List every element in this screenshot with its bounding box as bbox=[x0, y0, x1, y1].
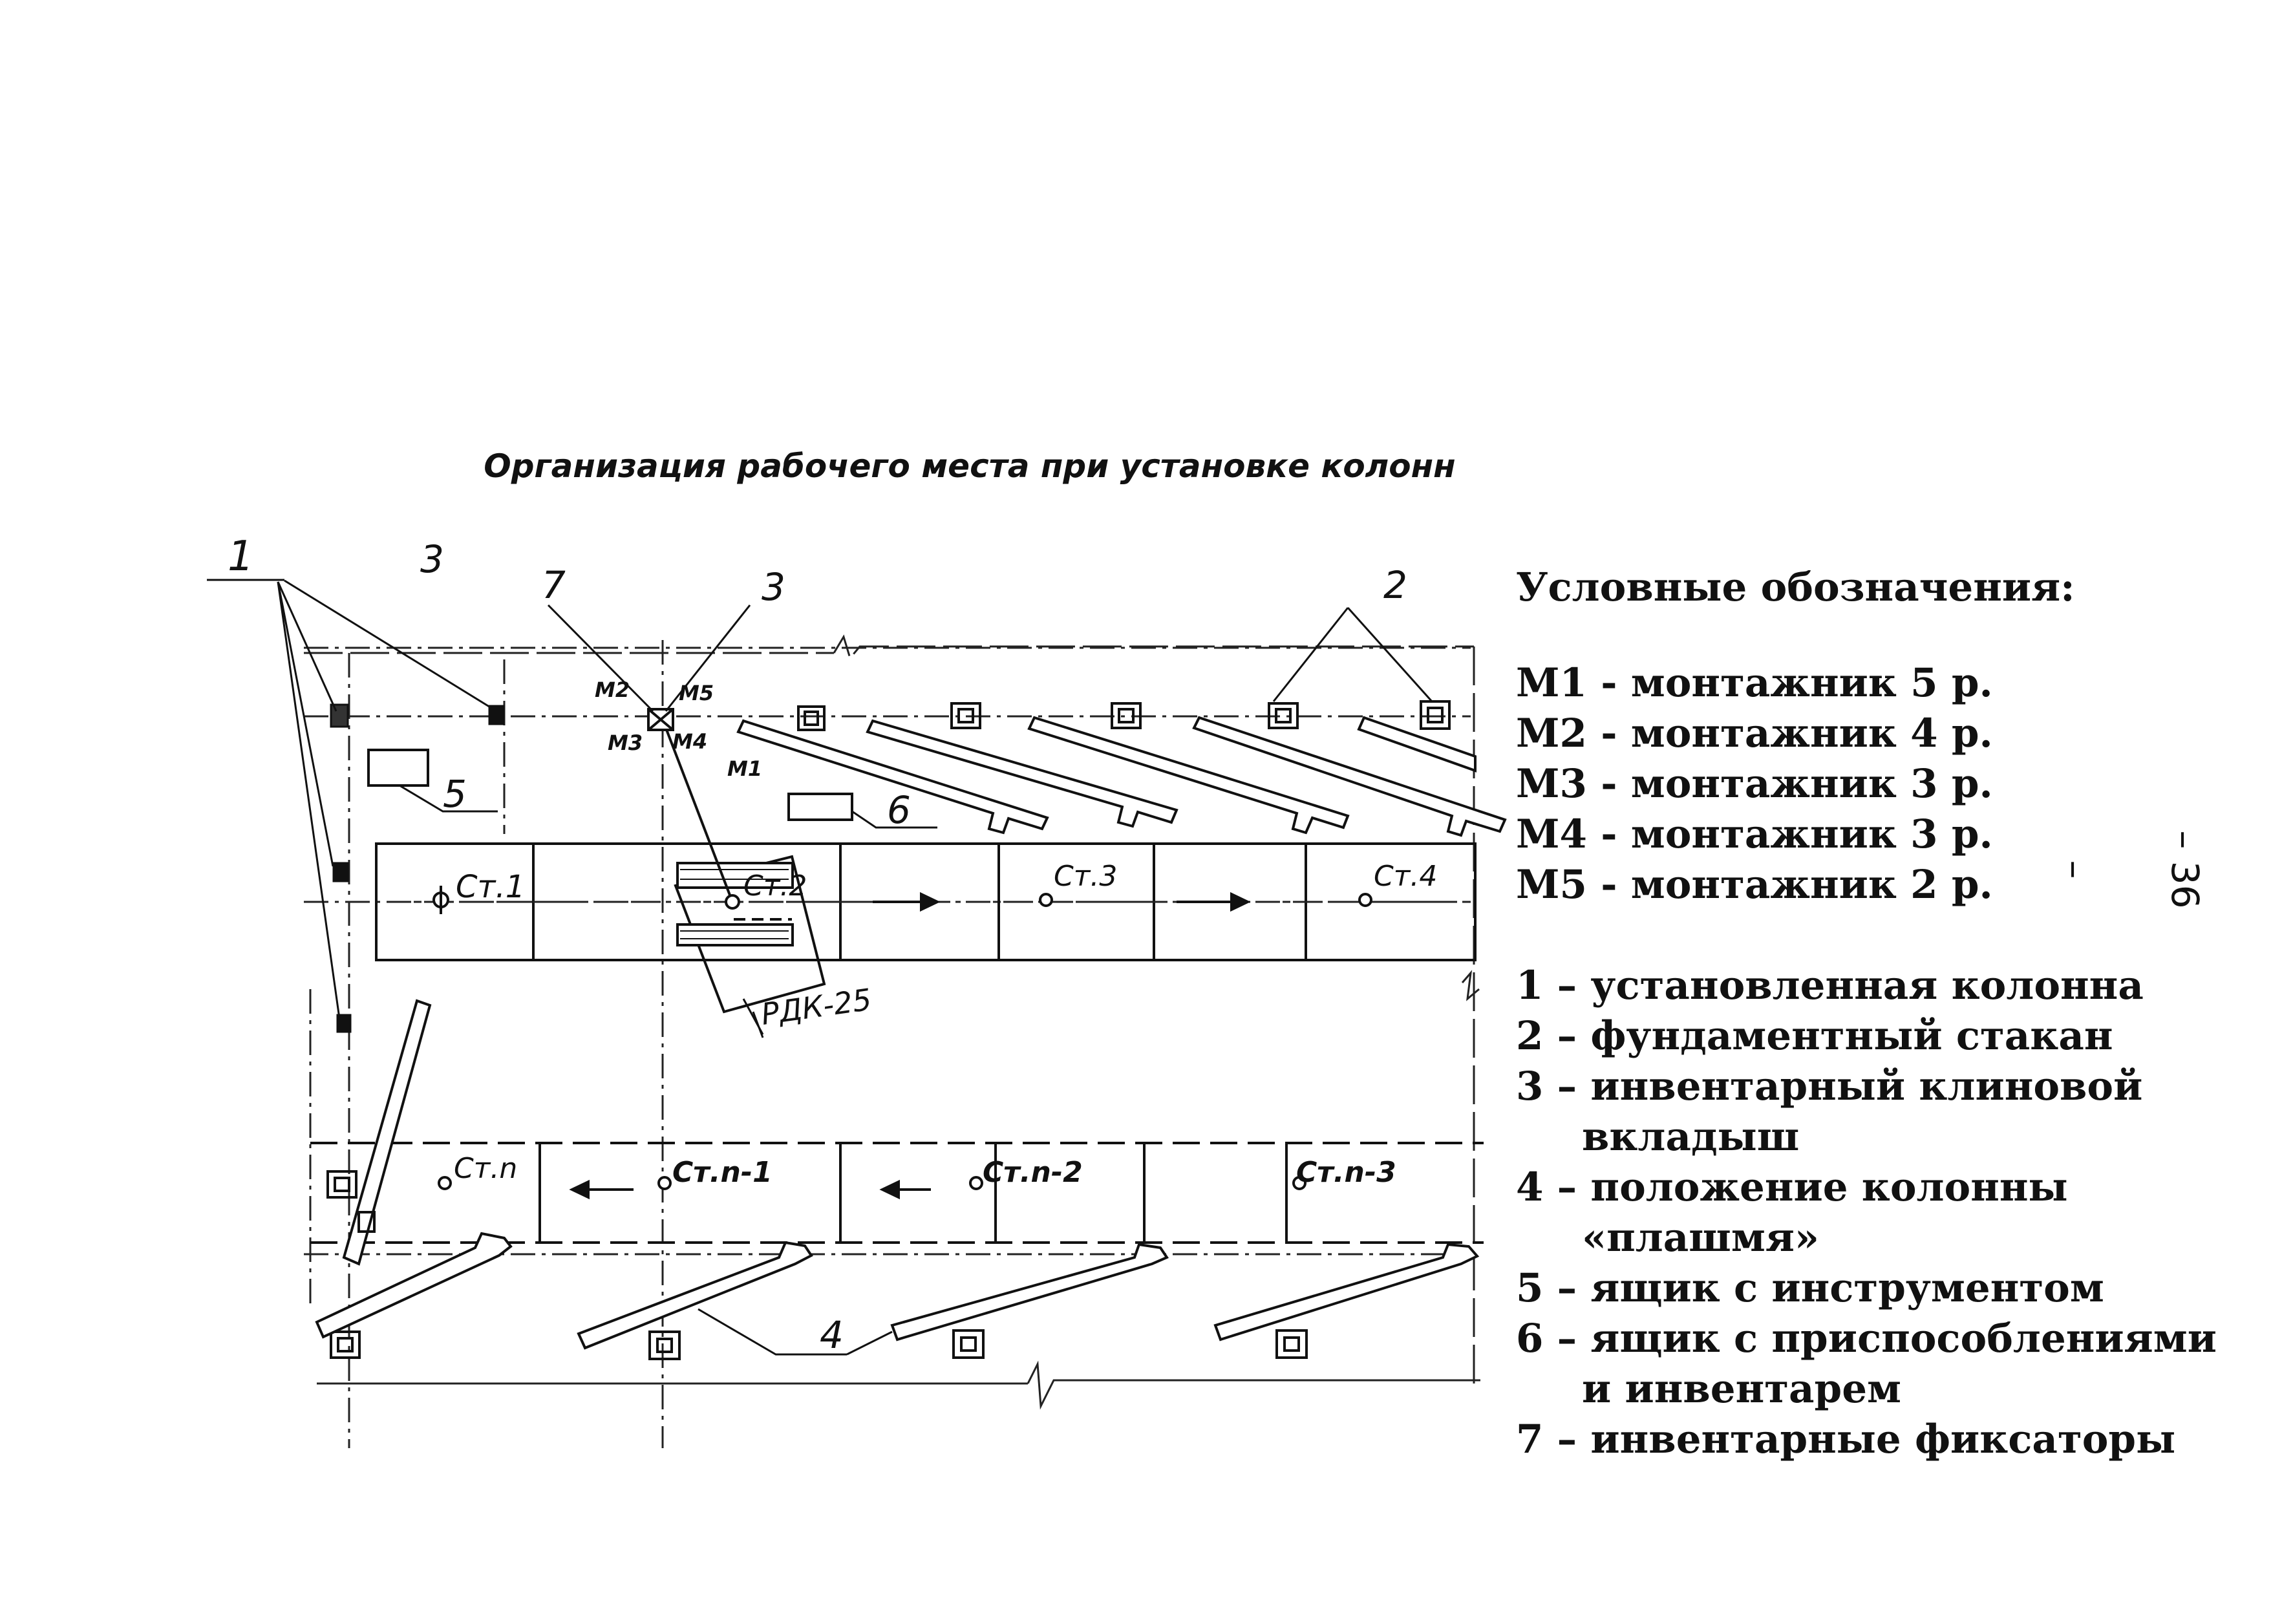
socket bbox=[648, 1330, 681, 1360]
flat-columns-top bbox=[736, 716, 1507, 837]
socket bbox=[326, 1170, 357, 1199]
station-labels: Ст.1 Ст.2 Ст.3 Ст.4 Ст.n Ст.n-1 Ст.n-2 С… bbox=[454, 860, 1437, 1189]
legend-workers: М1 - монтажник 5 р. М2 - монтажник 4 р. … bbox=[1516, 658, 2162, 910]
socket bbox=[1111, 702, 1142, 729]
station-label-top-2: Ст.2 bbox=[743, 870, 807, 903]
legend-worker-m1: М1 - монтажник 5 р. bbox=[1516, 660, 1993, 706]
socket bbox=[330, 1330, 361, 1359]
callout-7: 7 bbox=[542, 563, 566, 607]
worker-position bbox=[647, 708, 674, 731]
socket bbox=[1275, 1329, 1308, 1359]
socket bbox=[1268, 702, 1299, 729]
diagram-title: Организация рабочего места при установке… bbox=[484, 447, 1455, 485]
fixture-box bbox=[787, 793, 853, 821]
socket bbox=[1420, 700, 1451, 730]
station-label-top-4: Ст.4 bbox=[1374, 860, 1437, 893]
socket bbox=[797, 705, 826, 731]
legend-worker-m3: М3 - монтажник 3 р. bbox=[1516, 761, 1993, 807]
crane-rdk25 bbox=[658, 710, 826, 1014]
callout-3-right: 3 bbox=[762, 565, 785, 609]
tool-box bbox=[367, 749, 429, 787]
station-label-bottom-n3: Ст.n-3 bbox=[1296, 1156, 1396, 1189]
foundation-sockets bbox=[326, 700, 1451, 1360]
legend-heading: Условные обозначения: bbox=[1516, 564, 2075, 610]
flat-columns-bottom bbox=[315, 1232, 1480, 1350]
legend-item-4-cont: «плашмя» bbox=[1582, 1215, 1820, 1261]
worker-m3-label: М3 bbox=[608, 731, 643, 755]
worker-m4-label: М4 bbox=[672, 729, 707, 754]
callout-6: 6 bbox=[887, 788, 911, 832]
worker-m1-label: М1 bbox=[727, 756, 762, 781]
bottom-row-dividers bbox=[539, 1143, 1288, 1243]
legend-item-4: 4 – положение колонны bbox=[1516, 1164, 2068, 1210]
legend-item-6: 6 – ящик с приспособлениями bbox=[1516, 1316, 2217, 1362]
legend-item-6-cont: и инвентарем bbox=[1582, 1366, 1901, 1412]
boxes bbox=[367, 749, 853, 821]
installed-columns bbox=[330, 703, 505, 1033]
station-markers bbox=[432, 886, 1372, 1190]
callout-5: 5 bbox=[443, 772, 467, 816]
worker-m2-label: М2 bbox=[595, 678, 630, 702]
station-label-bottom-n: Ст.n bbox=[454, 1152, 517, 1185]
legend-item-7: 7 – инвентарные фиксаторы bbox=[1516, 1416, 2176, 1462]
page-number: – 36 – bbox=[2053, 830, 2207, 909]
legend-item-3-cont: вкладыш bbox=[1582, 1114, 1800, 1160]
legend-item-1: 1 – установленная колонна bbox=[1516, 963, 2144, 1009]
tilted-column bbox=[342, 999, 432, 1266]
callout-2: 2 bbox=[1383, 563, 1407, 607]
top-stations-row bbox=[375, 842, 1477, 961]
legend-item-3: 3 – инвентарный клиновой bbox=[1516, 1063, 2143, 1109]
legend-items: 1 – установленная колонна 2 – фундаментн… bbox=[1516, 961, 2217, 1465]
socket bbox=[950, 702, 981, 729]
station-label-top-1: Ст.1 bbox=[456, 869, 525, 905]
station-label-top-3: Ст.3 bbox=[1054, 860, 1117, 893]
callout-4: 4 bbox=[820, 1313, 844, 1357]
worker-labels: М2 М5 М3 М4 М1 bbox=[595, 678, 762, 781]
socket bbox=[952, 1329, 985, 1359]
legend-worker-m5: М5 - монтажник 2 р. bbox=[1516, 862, 1993, 908]
crane-label: РДК-25 bbox=[759, 982, 873, 1032]
legend: Условные обозначения: М1 - монтажник 5 р… bbox=[1516, 562, 2217, 1465]
callout-labels: 1 3 7 3 2 5 6 4 bbox=[228, 533, 1407, 1357]
callout-1: 1 bbox=[228, 533, 254, 581]
station-label-bottom-n2: Ст.n-2 bbox=[983, 1156, 1083, 1189]
leader-lines bbox=[210, 579, 1433, 1356]
direction-arrows bbox=[569, 892, 1251, 1200]
legend-item-2: 2 – фундаментный стакан bbox=[1516, 1013, 2113, 1059]
callout-3-left: 3 bbox=[420, 537, 444, 581]
legend-worker-m4: М4 - монтажник 3 р. bbox=[1516, 811, 1993, 857]
legend-item-5: 5 – ящик с инструментом bbox=[1516, 1265, 2104, 1311]
station-label-bottom-n1: Ст.n-1 bbox=[672, 1156, 773, 1189]
worker-m5-label: М5 bbox=[679, 681, 714, 705]
legend-worker-m2: М2 - монтажник 4 р. bbox=[1516, 710, 1993, 756]
